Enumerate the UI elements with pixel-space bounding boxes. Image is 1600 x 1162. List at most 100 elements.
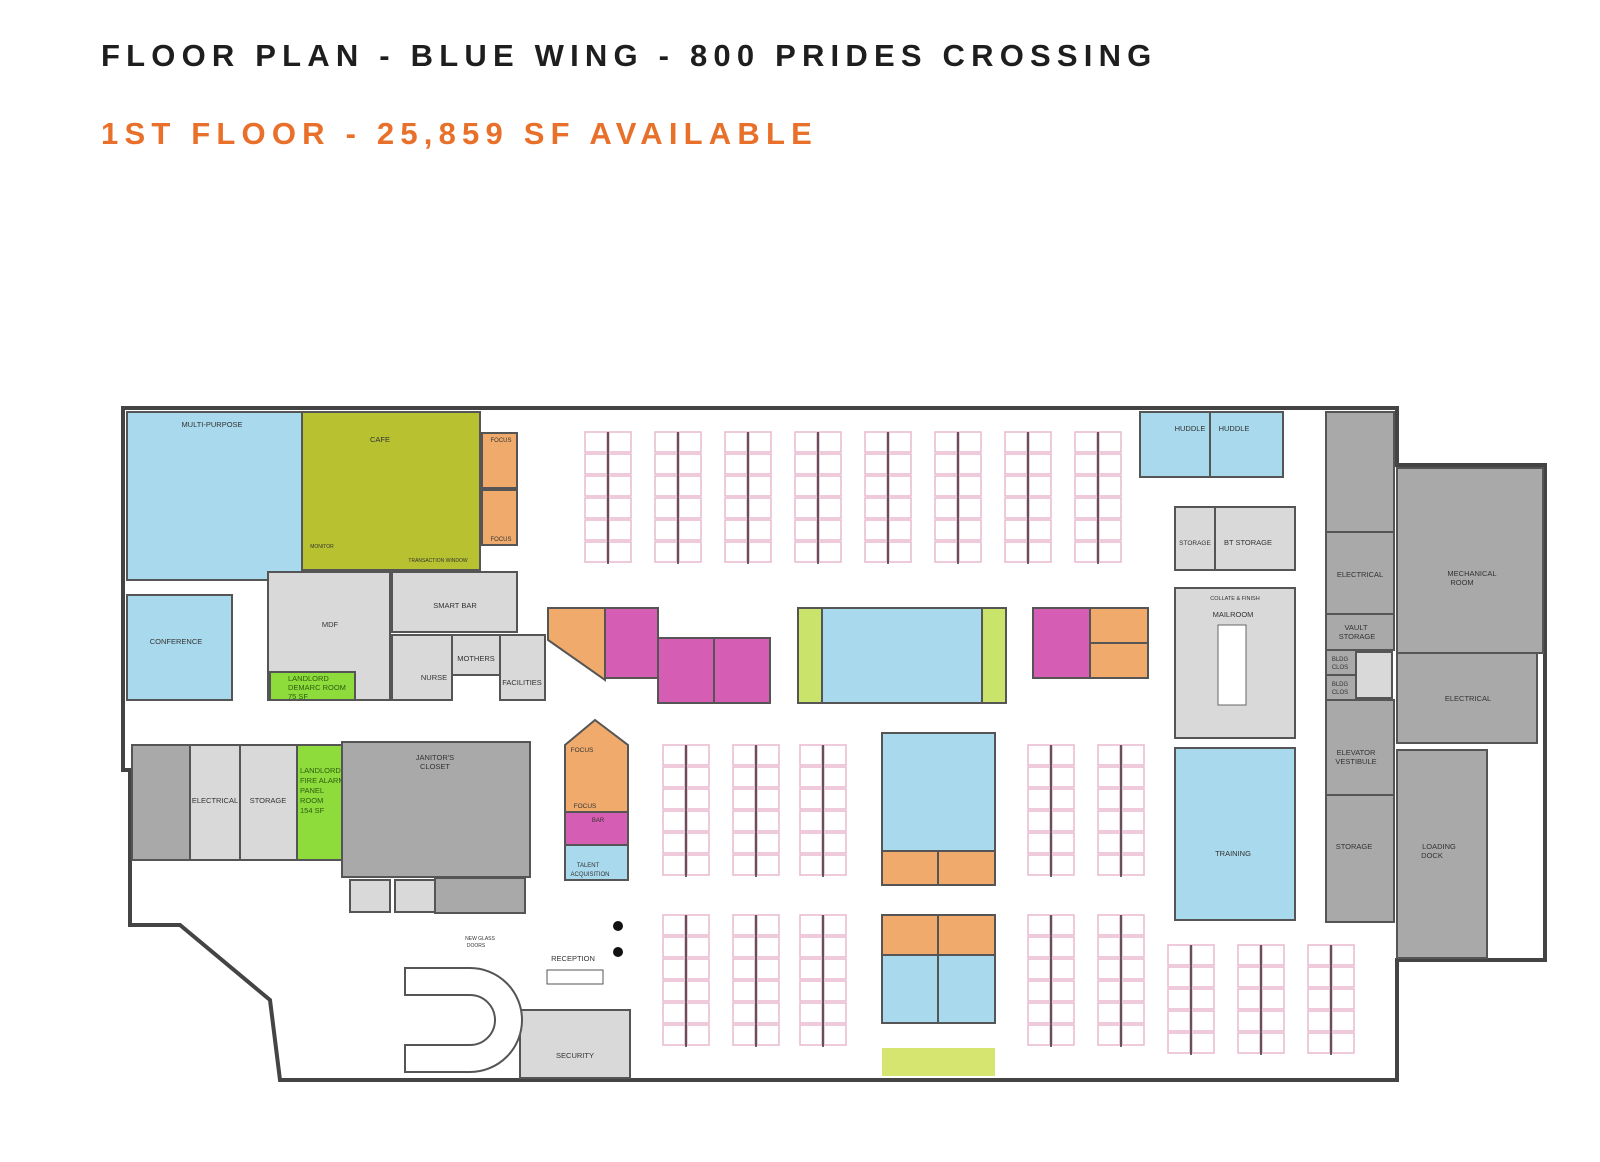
workstation-desk [1191, 1010, 1215, 1032]
workstation-desk [1098, 431, 1122, 453]
workstation-desk [756, 1002, 780, 1024]
workstation-desk [732, 854, 756, 876]
room-focus-1 [481, 432, 518, 489]
workstation-desk [662, 958, 686, 980]
label-new-glass-doors: DOORS [467, 943, 486, 949]
label-storage: STORAGE [250, 796, 287, 805]
workstation-cluster [799, 914, 847, 1047]
workstation-desk [654, 497, 678, 519]
workstation-desk [958, 519, 982, 541]
workstation-desk [756, 936, 780, 958]
workstation-desk [864, 475, 888, 497]
workstation-desk [1004, 497, 1028, 519]
workstation-desk [823, 832, 847, 854]
workstation-desk [662, 980, 686, 1002]
workstation-desk [823, 1024, 847, 1046]
label-security: SECURITY [556, 1051, 594, 1060]
workstation-desk [888, 541, 912, 563]
workstation-desk [678, 541, 702, 563]
workstation-desk [799, 810, 823, 832]
label-landlord-demarc: DEMARC ROOM [288, 683, 346, 692]
stair-east [1325, 411, 1395, 533]
workstation-desk [799, 788, 823, 810]
workstation-desk [1331, 988, 1355, 1010]
room-vault-storage [1325, 613, 1395, 651]
workstation-desk [1307, 988, 1331, 1010]
workstation-desk [958, 497, 982, 519]
workstation-desk [888, 453, 912, 475]
workstation-desk [1331, 944, 1355, 966]
workstation-desk [662, 914, 686, 936]
workstation-desk [748, 519, 772, 541]
workstation-cluster [724, 431, 772, 564]
workstation-desk [1074, 431, 1098, 453]
workstation-desk [686, 936, 710, 958]
workstation-desk [799, 958, 823, 980]
workstation-cluster [1004, 431, 1052, 564]
room-bt-storage [1214, 506, 1296, 571]
workstation-cluster [584, 431, 632, 564]
workstation-cluster [732, 744, 780, 877]
workstation-desk [724, 453, 748, 475]
workstation-desk [799, 980, 823, 1002]
room-loading-dock [1396, 749, 1488, 959]
room-focus-wedge [564, 718, 629, 813]
workstation-desk [1121, 744, 1145, 766]
workstation-desk [654, 519, 678, 541]
workstation-desk [823, 914, 847, 936]
workstation-desk [654, 453, 678, 475]
elevator-1 [349, 879, 391, 913]
workstation-desk [818, 475, 842, 497]
workstation-cluster [934, 431, 982, 564]
workstation-desk [686, 1024, 710, 1046]
workstation-desk [686, 810, 710, 832]
workstation-desk [1097, 766, 1121, 788]
workstation-desk [748, 431, 772, 453]
workstation-desk [934, 519, 958, 541]
workstation-desk [1237, 988, 1261, 1010]
workstation-desk [1051, 936, 1075, 958]
workstation-desk [823, 788, 847, 810]
workstation-desk [1051, 810, 1075, 832]
workstation-desk [732, 980, 756, 1002]
workstation-desk [1028, 475, 1052, 497]
workstation-desk [799, 854, 823, 876]
label-focus: FOCUS [571, 747, 594, 754]
label-bar: BAR [592, 818, 605, 824]
workstation-desk [1097, 914, 1121, 936]
workstation-desk [823, 958, 847, 980]
workstation-desk [678, 497, 702, 519]
workstation-cluster [1074, 431, 1122, 564]
workstation-desk [686, 766, 710, 788]
workstation-desk [823, 936, 847, 958]
workstation-desk [799, 1024, 823, 1046]
workstation-desk [1027, 854, 1051, 876]
workstation-desk [1121, 766, 1145, 788]
room-magenta-3 [713, 637, 771, 704]
room-magenta-2 [657, 637, 715, 704]
availability-subtitle: 1ST FLOOR - 25,859 SF AVAILABLE [101, 116, 818, 151]
workstation-desk [748, 541, 772, 563]
workstation-cluster [1027, 744, 1075, 877]
label-bt-storage: BT STORAGE [1224, 538, 1272, 547]
label-bldg-clos: BLDG [1332, 682, 1349, 688]
workstation-desk [818, 519, 842, 541]
workstation-desk [1121, 1024, 1145, 1046]
workstation-desk [1074, 541, 1098, 563]
label-electrical: ELECTRICAL [1337, 570, 1383, 579]
freight-elevator [1355, 651, 1393, 699]
workstation-desk [678, 431, 702, 453]
room-storage-east [1325, 794, 1395, 923]
workstation-desk [823, 744, 847, 766]
workstation-desk [1028, 541, 1052, 563]
workstation-desk [799, 766, 823, 788]
workstation-desk [823, 1002, 847, 1024]
label-storage: STORAGE [1336, 842, 1373, 851]
workstation-desk [1097, 1024, 1121, 1046]
workstation-desk [654, 431, 678, 453]
green-strip [882, 1048, 995, 1076]
label-transaction-window: TRANSACTION WINDOW [408, 558, 467, 564]
workstation-desk [608, 519, 632, 541]
label-landlord-demarc: 75 SF [288, 692, 308, 701]
workstation-desk [1051, 766, 1075, 788]
